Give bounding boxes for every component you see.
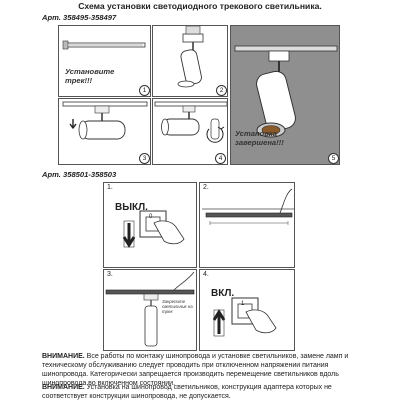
switch-on-label: ВКЛ.: [211, 288, 235, 299]
step-number-4: 4: [215, 153, 226, 164]
step-panel-2: 2: [152, 25, 228, 97]
section2-step-1-number: 1.: [107, 184, 113, 191]
attach-annotation: Закрепите светильник на трек: [162, 299, 193, 314]
lamp-insert-drawing: [177, 26, 204, 88]
switch-on-panel: 4. ВКЛ. 1: [199, 269, 295, 351]
warning-2: ВНИМАНИЕ. Установка на шинопровод светил…: [42, 383, 362, 401]
attach-panel: 3. Закрепите светильник на трек: [103, 269, 197, 351]
section2-step-2-number: 2.: [203, 184, 209, 191]
warning-1-text: Все работы по монтажу шинопровода и уста…: [42, 353, 349, 387]
attach-lamp-drawing: [62, 101, 148, 140]
switch-on-drawing: [212, 297, 277, 337]
step-number-1: 1: [139, 85, 150, 96]
warning-2-text: Установка на шинопровод светильников, ко…: [42, 384, 332, 400]
warning-2-label: ВНИМАНИЕ.: [42, 384, 85, 391]
step-number-3: 3: [139, 153, 150, 164]
step-panel-1: Установите трек!!! 1: [58, 25, 151, 97]
step-1-caption: Установите трек!!!: [65, 67, 115, 85]
step-panel-3: 3: [58, 98, 151, 165]
mount-track-panel: 2.: [199, 182, 295, 268]
switch-off-label: ВЫКЛ.: [115, 202, 148, 213]
switch-off-position-label: 0: [149, 214, 153, 220]
installed-lamp-drawing: [234, 45, 338, 138]
step-panel-4: 4: [152, 98, 228, 165]
switch-off-drawing: [122, 210, 185, 248]
warning-1: ВНИМАНИЕ. Все работы по монтажу шинопров…: [42, 352, 362, 388]
switch-on-position-label: 1: [241, 301, 245, 307]
rotate-lamp-drawing: [154, 101, 227, 143]
section2-step-3-number: 3.: [107, 271, 113, 278]
attach-lamp-drawing-2: [105, 271, 195, 347]
step-number-5: 5: [328, 153, 339, 164]
page-title: Схема установки светодиодного трекового …: [78, 1, 322, 11]
step-number-2: 2: [216, 85, 227, 96]
article-number-2: Арт. 358501-358503: [42, 170, 117, 179]
step-panel-5: Установка завершена!!! 5: [230, 25, 340, 165]
article-number-1: Арт. 358495-358497: [42, 13, 117, 22]
warning-1-label: ВНИМАНИЕ.: [42, 353, 85, 360]
step-5-caption: Установка завершена!!!: [235, 129, 284, 147]
track-mount-drawing: [202, 188, 294, 225]
section2-step-4-number: 4.: [203, 271, 209, 278]
track-rail-drawing: [62, 40, 146, 50]
switch-off-panel: 1. ВЫКЛ. 0: [103, 182, 197, 268]
